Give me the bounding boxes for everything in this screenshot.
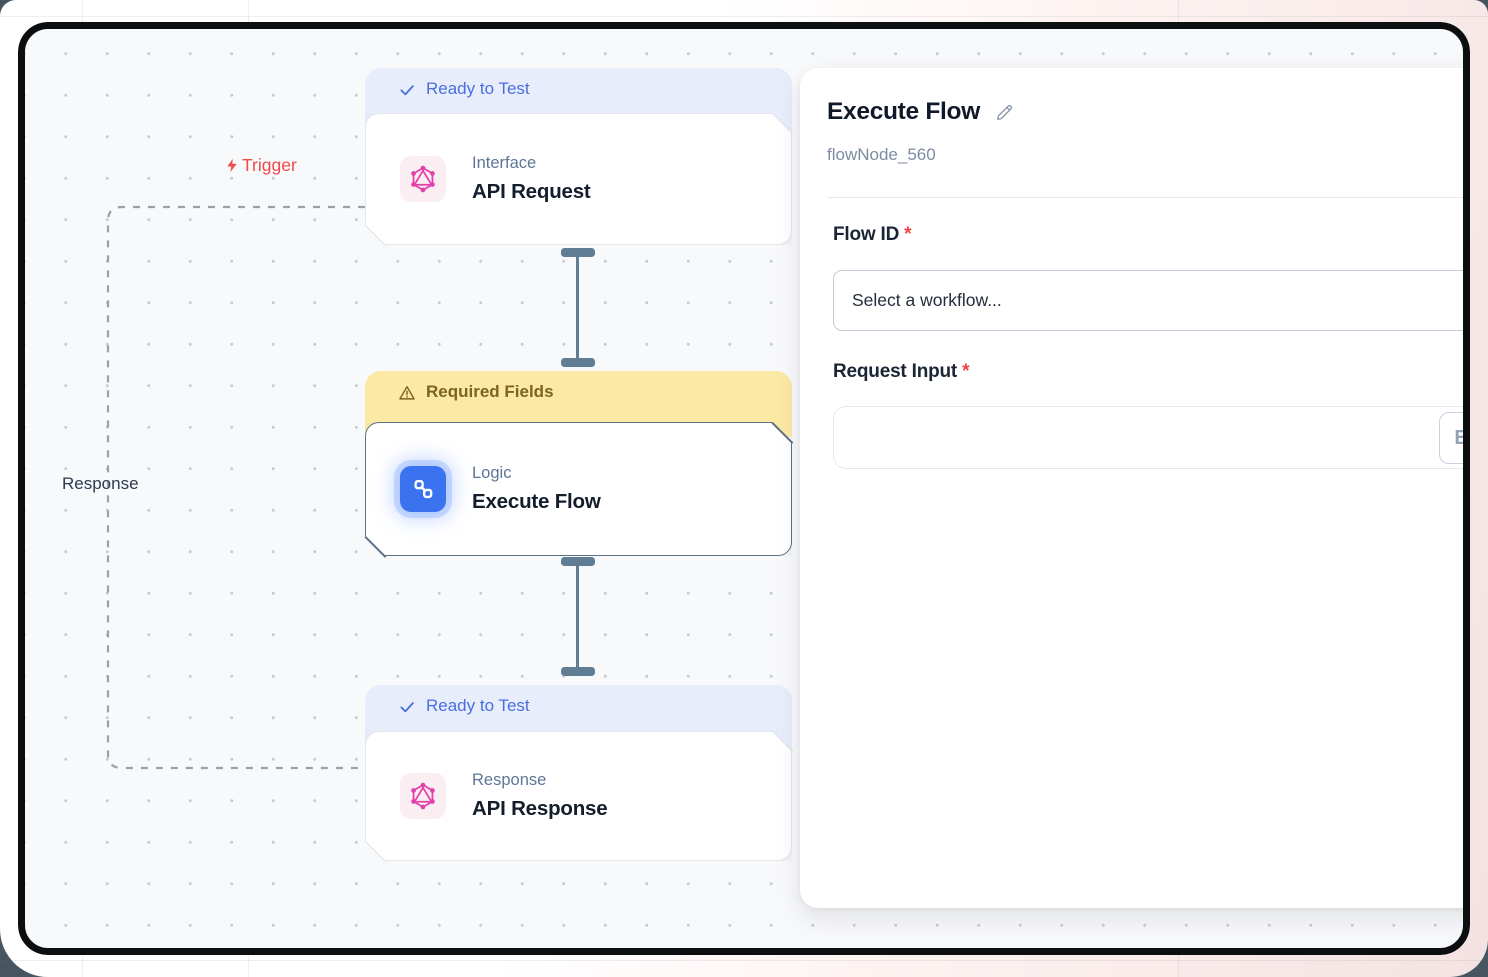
node-execute-flow: Required Fields Logic Execute Flow [364,371,794,558]
divider [827,197,1470,198]
required-asterisk: * [962,361,970,382]
trigger-label: Trigger [224,155,297,176]
select-placeholder: Select a workflow... [852,290,1002,310]
node-category: Logic [472,464,512,482]
node-card-api-response[interactable]: Response API Response [365,731,792,861]
panel-title: Execute Flow [827,98,980,125]
response-connector-path [106,205,365,770]
check-icon [400,702,414,713]
flow-link-icon [400,466,446,512]
connector-cap [561,358,595,367]
graphql-icon [400,773,446,819]
node-category: Response [472,771,547,789]
connector-cap [561,557,595,566]
connector-cap [561,667,595,676]
response-label: Response [62,474,139,493]
status-badge-label: Ready to Test [426,696,530,715]
connector-cap [561,248,595,257]
flow-canvas[interactable]: Trigger Response Ready to Test [18,22,1470,955]
request-input-label: Request Input* [833,361,970,382]
check-icon [400,85,414,96]
warning-icon [399,385,415,400]
app-window: Trigger Response Ready to Test [18,22,1470,955]
connector-line [576,562,580,672]
grid-line [0,16,1488,17]
node-api-response: Ready to Test [364,685,794,863]
node-title: Execute Flow [472,490,601,513]
config-panel: Execute Flow flowNode_560 Flow ID* Selec… [800,68,1470,908]
node-category: Interface [472,154,537,172]
status-badge-label: Ready to Test [426,79,530,98]
node-card-execute-flow[interactable]: Logic Execute Flow [365,422,792,556]
flow-id-label: Flow ID* [833,224,912,245]
graphql-icon [400,156,446,202]
expression-button[interactable]: E [1439,412,1470,464]
connector-line [576,253,580,363]
node-title: API Request [472,180,591,203]
edit-pencil-icon[interactable] [994,102,1015,123]
request-input-field[interactable]: E [833,406,1470,469]
lightning-bolt-icon [227,158,237,173]
required-asterisk: * [904,224,912,245]
node-card-api-request[interactable]: Interface API Request [365,113,792,245]
flow-id-select[interactable]: Select a workflow... [833,270,1470,331]
node-title: API Response [472,797,608,820]
trigger-label-text: Trigger [242,155,297,175]
node-id-label: flowNode_560 [827,145,936,164]
status-badge-label: Required Fields [426,382,554,401]
grid-line [0,960,1488,961]
node-api-request: Ready to Test [364,68,794,247]
